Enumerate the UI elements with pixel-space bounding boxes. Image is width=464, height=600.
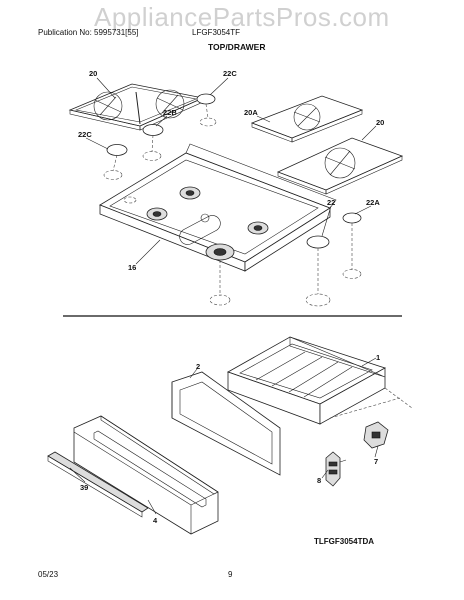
callout-20-right: 20 xyxy=(376,118,384,127)
page-number: 9 xyxy=(228,570,233,579)
callout-4: 4 xyxy=(153,516,158,525)
callout-7: 7 xyxy=(374,457,378,466)
publication-number: Publication No: 5995731[55] xyxy=(38,28,139,37)
burner-cap-22c-left xyxy=(106,144,128,156)
callout-20a: 20A xyxy=(244,108,258,117)
callout-22c-left: 22C xyxy=(78,130,92,139)
callout-16: 16 xyxy=(128,263,136,272)
callout-1: 1 xyxy=(376,353,380,362)
cooktop-panel xyxy=(99,143,337,272)
bracket-8 xyxy=(325,451,347,487)
section-title: TOP/DRAWER xyxy=(208,42,266,52)
grate-right-rear xyxy=(250,95,364,143)
callout-2: 2 xyxy=(196,362,200,371)
burner-cap-22b xyxy=(142,124,164,136)
burner-cap-22c-upper xyxy=(196,93,216,105)
grate-left xyxy=(68,83,205,131)
callout-22c-upper: 22C xyxy=(223,69,237,78)
watermark: AppliancePartsPros.com xyxy=(94,2,390,32)
drawer-front xyxy=(73,415,219,535)
drawer-body xyxy=(227,336,413,425)
model-number: LFGF3054TF xyxy=(192,28,241,37)
footer-date: 05/23 xyxy=(38,570,59,579)
callout-39: 39 xyxy=(80,483,88,492)
drawer-inner-panel xyxy=(171,371,281,476)
callout-20-left: 20 xyxy=(89,69,97,78)
drawer-trim xyxy=(47,451,149,518)
callout-22: 22 xyxy=(327,198,335,207)
callout-8: 8 xyxy=(317,476,321,485)
clip-7 xyxy=(363,421,389,449)
callout-22b: 22B xyxy=(163,108,177,117)
diagram-code: TLFGF3054TDA xyxy=(314,537,375,546)
callout-22a: 22A xyxy=(366,198,380,207)
grate-right-front xyxy=(276,137,404,195)
burner-cap-22a xyxy=(342,212,362,224)
burner-cap-22 xyxy=(306,235,330,249)
